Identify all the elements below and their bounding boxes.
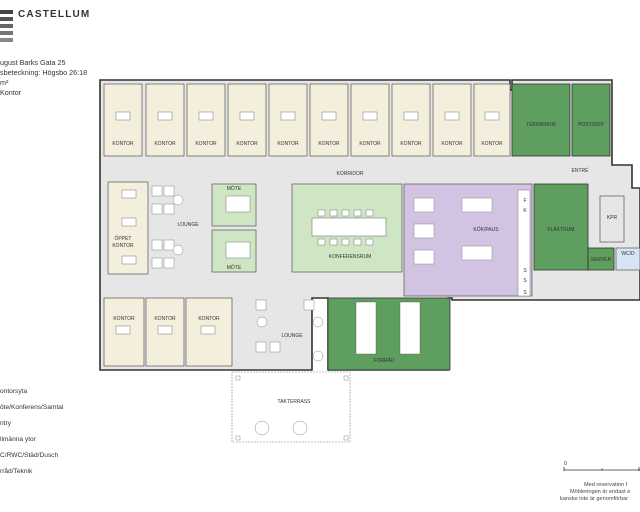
room-label: KPR [607, 215, 618, 221]
room-label: KONTOR [236, 141, 258, 147]
room-label: KÖK/PAUS [473, 226, 499, 233]
server-room [587, 247, 615, 271]
reservation-note: Med reservation f Möbleringen är endast … [560, 482, 630, 503]
room-label: LOUNGE [281, 333, 303, 339]
room-label: WC/D [621, 251, 635, 257]
wc-room [615, 247, 640, 271]
office-room [103, 83, 143, 157]
bottom-office-desks [115, 325, 216, 335]
area-unit: m² [0, 78, 9, 87]
room-label: KONTOR [112, 141, 134, 147]
room-label: KONTOR [318, 141, 340, 147]
open-office-desks [121, 189, 137, 265]
room-label: KONTOR [359, 141, 381, 147]
room-label: S [523, 290, 527, 296]
brand-name: CASTELLUM [18, 9, 91, 20]
room-label: KONTOR [195, 141, 217, 147]
legend-item: öte/Konferens/Samtal [0, 404, 64, 411]
technical-room [511, 83, 571, 157]
address: ugust Barks Gata 25 [0, 58, 66, 67]
castellum-logo-icon [0, 10, 13, 42]
room-label: FLÄKTRUM [548, 226, 575, 233]
note-line: Med reservation f [584, 482, 628, 488]
legend-item: C/RWC/Städ/Dusch [0, 452, 59, 459]
conference-table [311, 217, 387, 237]
fan-room [533, 183, 589, 271]
room-label: KONFERENSRUM [329, 254, 372, 260]
premises-type: Kontor [0, 88, 22, 97]
room-label: KONTOR [154, 316, 176, 322]
scale-bar: 0 [563, 461, 640, 471]
scale-zero: 0 [564, 461, 567, 467]
legend-item: rråd/Teknik [0, 468, 33, 475]
storage-shelves [355, 301, 421, 355]
office-desks [115, 111, 500, 121]
room-label: SERVER [591, 257, 612, 263]
legend-item: llmänna ytor [0, 436, 36, 443]
conference-chairs [317, 209, 374, 246]
note-line: kanske inte är genomförbar [560, 496, 629, 502]
room-label: ENTRÉ [572, 167, 590, 174]
roof-terrace [231, 371, 351, 443]
kitchen-tables [413, 197, 493, 265]
room-label: KONTOR [400, 141, 422, 147]
room-label: KONTOR [154, 141, 176, 147]
property-info: ugust Barks Gata 25 sbeteckning: Högsbo … [0, 58, 87, 98]
room-label: KONTOR [277, 141, 299, 147]
room-label: ÖPPET [115, 235, 132, 242]
post-sop-room [571, 83, 611, 157]
room-label: KONTOR [441, 141, 463, 147]
room-label: S [523, 278, 527, 284]
legend-item: ntry [0, 420, 11, 427]
bottom-lounge-furniture [255, 299, 324, 362]
lounge-furniture [151, 185, 184, 269]
room-label: LOUNGE [177, 222, 199, 228]
room-label: FÖRRÅD [373, 357, 395, 364]
meeting-tables [225, 195, 251, 259]
room-label: K [523, 208, 527, 214]
kpr-room [599, 195, 625, 243]
room-label: KONTOR [112, 243, 134, 249]
kitchen-counter [517, 189, 531, 297]
storage-room [327, 297, 451, 371]
room-label: TEKNIKRUM [526, 122, 555, 128]
room-label: S [523, 268, 527, 274]
room-label: KORRIDOR [337, 171, 364, 177]
room-label: MÖTE [227, 264, 242, 271]
room-label: POST/SOP [578, 122, 604, 128]
note-line: Möbleringen är endast e [570, 489, 631, 495]
legend: ontorsyta öte/Konferens/Samtal ntry llmä… [0, 384, 63, 480]
room-label: KONTOR [113, 316, 135, 322]
room-label: F [523, 198, 526, 204]
terrace-furniture [235, 375, 349, 441]
property-designation: sbeteckning: Högsbo 26:18 [0, 68, 88, 77]
room-label: MÖTE [227, 185, 242, 192]
room-label: KONTOR [481, 141, 503, 147]
room-label: KONTOR [198, 316, 220, 322]
room-label: TAKTERRASS [278, 399, 312, 405]
legend-item: ontorsyta [0, 388, 28, 395]
